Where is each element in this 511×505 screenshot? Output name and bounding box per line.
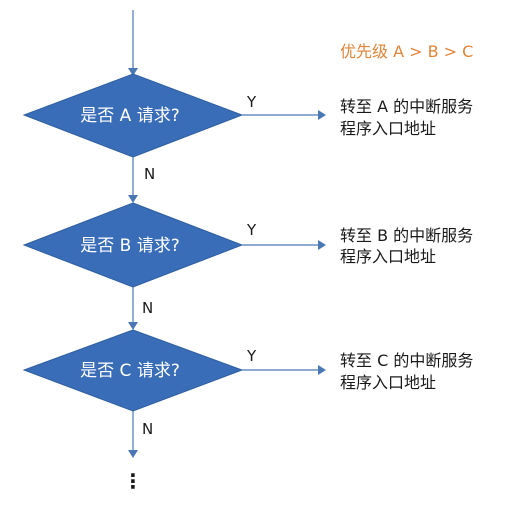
decision-a-yes-arrowhead (318, 110, 326, 120)
decision-a-no-label: N (144, 165, 155, 183)
decision-a-question: 是否 A 请求? (80, 106, 179, 126)
decision-b-no-arrowhead (128, 322, 138, 330)
decision-a-result-line2: 程序入口地址 (340, 119, 436, 138)
decision-b-no-label: N (142, 299, 153, 317)
decision-c-no-label: N (142, 420, 153, 438)
decision-c-question: 是否 C 请求? (80, 361, 180, 381)
entry-arrowhead (128, 68, 138, 76)
decision-a-no-arrowhead (128, 195, 138, 203)
decision-a-result-line1: 转至 A 的中断服务 (340, 97, 473, 116)
decision-b-yes-label: Y (246, 221, 257, 239)
decision-c-result-line2: 程序入口地址 (340, 373, 436, 392)
decision-b-result-line2: 程序入口地址 (340, 247, 436, 266)
decision-b-yes-arrowhead (318, 240, 326, 250)
continuation-ellipsis: ⋮ (123, 469, 143, 493)
decision-c-result-line1: 转至 C 的中断服务 (340, 351, 473, 370)
decision-a-yes-label: Y (246, 93, 257, 111)
priority-label: 优先级 A > B > C (340, 42, 473, 61)
decision-b-result-line1: 转至 B 的中断服务 (340, 226, 473, 245)
decision-c-no-arrowhead (128, 450, 138, 458)
decision-b-question: 是否 B 请求? (80, 236, 180, 256)
decision-c-yes-label: Y (246, 347, 257, 365)
decision-c-yes-arrowhead (318, 365, 326, 375)
